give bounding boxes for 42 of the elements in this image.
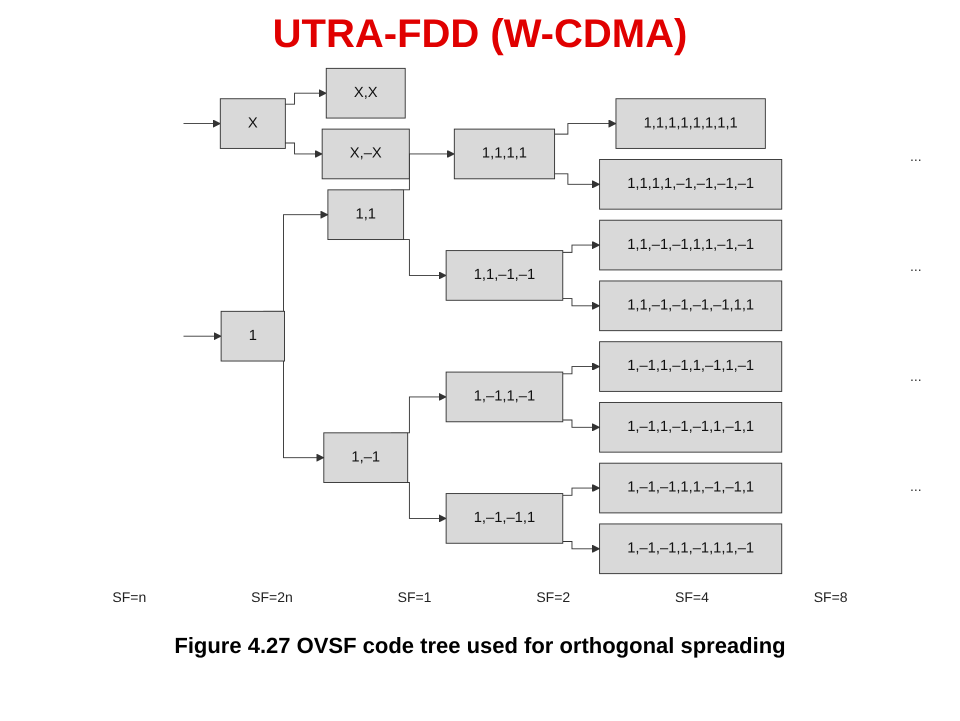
- arrow: [562, 362, 600, 374]
- spreading-factor-label: SF=8: [814, 589, 848, 605]
- ellipsis-text: ...: [910, 148, 923, 164]
- node-box: 1,1,–1,–1,1,1,–1,–1: [599, 220, 782, 270]
- node-box: 1,1,1,1: [454, 128, 556, 180]
- spreading-factor-label: SF=4: [675, 589, 709, 605]
- title: UTRA-FDD (W-CDMA): [272, 12, 688, 57]
- spreading-factor-label: SF=1: [398, 589, 432, 605]
- arrow: [562, 484, 600, 496]
- node-box: 1,–1,–1,1: [446, 493, 564, 544]
- spreading-factor-label: SF=2: [536, 589, 570, 605]
- node-box: 1,–1,1,–1,–1,1,–1,1: [599, 402, 782, 453]
- node-box: 1,1,1,1,1,1,1,1: [616, 98, 766, 149]
- caption: Figure 4.27 OVSF code tree used for orthogonal spreading: [173, 633, 787, 659]
- node-box: 1,1,1,1,–1,–1,–1,–1: [599, 159, 782, 210]
- node-box: 1,–1,–1,1,–1,1,1,–1: [599, 523, 782, 574]
- node-box: X: [220, 98, 286, 149]
- node-box: 1,1: [327, 189, 404, 240]
- node-box: 1,1,–1,–1: [446, 250, 564, 301]
- arrow: [183, 120, 221, 128]
- ellipsis-text: ...: [910, 478, 923, 494]
- arrow: [284, 142, 323, 158]
- arrow: [554, 173, 600, 188]
- arrow: [562, 298, 600, 310]
- arrow: [562, 241, 600, 253]
- node-box: 1,1,–1,–1,–1,–1,1,1: [599, 280, 782, 332]
- spreading-factor-label: SF=n: [112, 589, 146, 605]
- node-box: 1,–1,–1,1,1,–1,–1,1: [599, 462, 782, 514]
- node-box: 1,–1,1,–1: [446, 372, 564, 422]
- spreading-factor-label: SF=2n: [251, 589, 293, 605]
- node-box: X,–X: [322, 128, 410, 180]
- node-box: 1,–1: [323, 432, 408, 483]
- ellipsis-text: ...: [910, 368, 923, 384]
- ellipsis-text: ...: [910, 258, 923, 274]
- node-box: X,X: [326, 68, 406, 119]
- arrow: [562, 420, 600, 432]
- node-box: 1,–1,1,–1,1,–1,1,–1: [599, 341, 782, 392]
- arrow: [183, 332, 222, 340]
- arrow: [554, 120, 616, 135]
- arrow: [562, 541, 600, 553]
- node-box: 1: [220, 310, 285, 362]
- arrow: [284, 89, 327, 105]
